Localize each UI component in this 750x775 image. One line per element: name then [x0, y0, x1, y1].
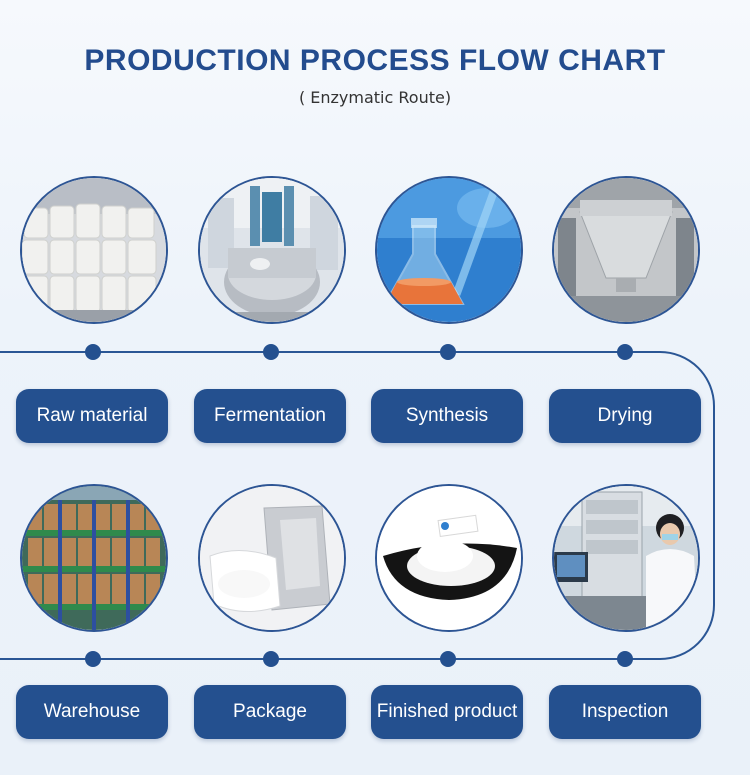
flow-node-package [263, 651, 279, 667]
step-inspection-button[interactable]: Inspection [549, 685, 701, 739]
step-synthesis-button[interactable]: Synthesis [371, 389, 523, 443]
step-raw-material-button[interactable]: Raw material [16, 389, 168, 443]
foil-bag-package-photo [198, 484, 346, 632]
flow-node-raw-material [85, 344, 101, 360]
step-drying-button[interactable]: Drying [549, 389, 701, 443]
flow-node-drying [617, 344, 633, 360]
dryer-machine-photo [552, 176, 700, 324]
fermentation-tanks-photo [198, 176, 346, 324]
flow-node-inspection [617, 651, 633, 667]
lab-flask-photo [375, 176, 523, 324]
warehouse-shelves-photo [20, 484, 168, 632]
step-warehouse-button[interactable]: Warehouse [16, 685, 168, 739]
flow-node-fermentation [263, 344, 279, 360]
flow-node-synthesis [440, 344, 456, 360]
step-finished-product-button[interactable]: Finished product [371, 685, 523, 739]
lab-inspection-photo [552, 484, 700, 632]
page-subtitle: ( Enzymatic Route) [298, 88, 452, 107]
white-powder-photo [375, 484, 523, 632]
step-package-button[interactable]: Package [194, 685, 346, 739]
raw-material-bags-photo [20, 176, 168, 324]
flow-node-warehouse [85, 651, 101, 667]
page-title: PRODUCTION PROCESS FLOW CHART [84, 44, 666, 77]
step-fermentation-button[interactable]: Fermentation [194, 389, 346, 443]
flow-node-finished-product [440, 651, 456, 667]
